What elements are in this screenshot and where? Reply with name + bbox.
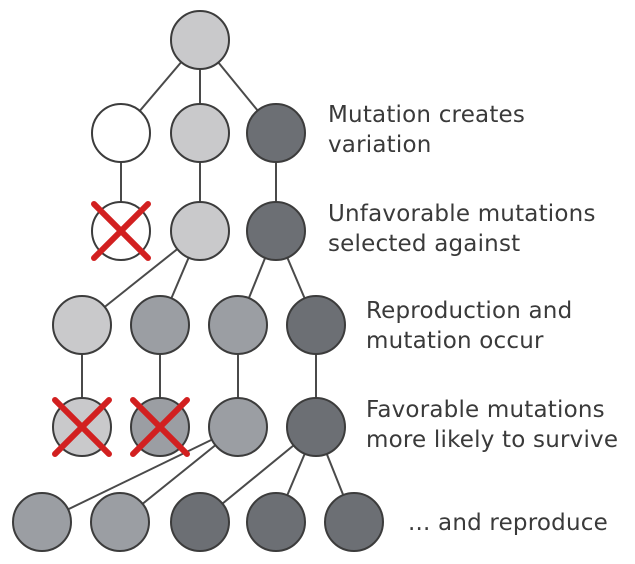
label-line: Reproduction and xyxy=(366,298,573,324)
organism-node-dark xyxy=(324,492,384,552)
organism-node-medium xyxy=(90,492,150,552)
label-mutation-creates-variation: Mutation creates variation xyxy=(328,100,525,160)
organism-node-dark xyxy=(170,492,230,552)
label-line: Favorable mutations xyxy=(366,397,605,423)
organism-node-light xyxy=(170,201,230,261)
label-unfavorable-selected-against: Unfavorable mutations selected against xyxy=(328,199,596,259)
red-x-icon xyxy=(91,201,151,261)
organism-node-light xyxy=(52,295,112,355)
label-line: ... and reproduce xyxy=(408,510,608,536)
label-line: Unfavorable mutations xyxy=(328,201,596,227)
label-favorable-survive: Favorable mutations more likely to survi… xyxy=(366,395,618,455)
organism-node-medium xyxy=(130,295,190,355)
organism-node-dark xyxy=(246,492,306,552)
red-x-icon xyxy=(130,397,190,457)
label-line: mutation occur xyxy=(366,328,544,354)
lineage-edge xyxy=(41,426,239,523)
elimination-marks xyxy=(52,201,190,457)
label-reproduction-mutation: Reproduction and mutation occur xyxy=(366,296,572,356)
organism-node-medium xyxy=(208,397,268,457)
organism-node-dark xyxy=(286,397,346,457)
label-line: selected against xyxy=(328,231,521,257)
organism-node-white xyxy=(91,103,151,163)
organism-node-light xyxy=(170,10,230,70)
organism-node-medium xyxy=(12,492,72,552)
label-line: variation xyxy=(328,132,432,158)
organism-nodes xyxy=(12,10,384,552)
organism-node-medium xyxy=(208,295,268,355)
organism-node-dark xyxy=(286,295,346,355)
label-line: more likely to survive xyxy=(366,427,619,453)
label-and-reproduce: ... and reproduce xyxy=(408,508,608,538)
organism-node-light xyxy=(170,103,230,163)
organism-node-dark xyxy=(246,201,306,261)
organism-node-dark xyxy=(246,103,306,163)
red-x-icon xyxy=(52,397,112,457)
label-line: Mutation creates xyxy=(328,102,526,128)
